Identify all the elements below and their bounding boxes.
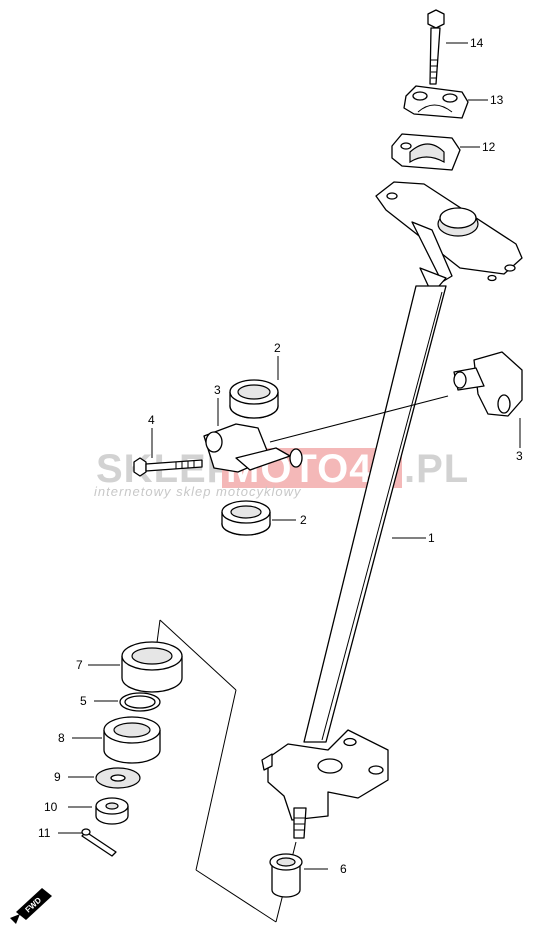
callout-labels: 14 13 12 2 3 3 4 2 1 7 5 8 9 10 11 6 <box>38 36 523 876</box>
callout-8: 8 <box>58 731 65 745</box>
part-11-cotter-pin <box>58 828 117 857</box>
part-9-washer <box>68 767 141 789</box>
callout-1: 1 <box>428 531 435 545</box>
part-13-upper-holder <box>403 85 488 119</box>
part-10-nut <box>68 797 129 825</box>
callout-7: 7 <box>76 658 83 672</box>
fwd-arrow-icon: FWD <box>10 888 52 924</box>
callout-11: 11 <box>38 826 51 840</box>
callout-14: 14 <box>470 36 484 50</box>
callout-9: 9 <box>54 770 61 784</box>
callout-10: 10 <box>44 800 58 814</box>
part-12-lower-holder <box>391 133 480 171</box>
callout-5: 5 <box>80 694 87 708</box>
callout-12: 12 <box>482 140 496 154</box>
part-3-left-holder <box>203 398 303 473</box>
part-5-oring <box>94 692 161 712</box>
callout-4: 4 <box>148 413 155 427</box>
callout-2-lower: 2 <box>300 513 307 527</box>
part-14-bolt <box>427 9 468 85</box>
callout-3-right: 3 <box>516 449 523 463</box>
part-6-bushing <box>269 853 328 898</box>
callout-13: 13 <box>490 93 504 107</box>
part-4-bolt <box>133 428 203 477</box>
part-7-seal <box>88 641 183 693</box>
part-2-upper-bushing <box>229 356 279 419</box>
part-3-right-holder <box>269 351 523 448</box>
watermark-suffix: .PL <box>404 447 469 491</box>
part-8-bearing <box>72 716 161 764</box>
callout-2-upper: 2 <box>274 341 281 355</box>
watermark-tagline: internetowy sklep motocyklowy <box>94 484 302 499</box>
callout-3-left: 3 <box>214 383 221 397</box>
callout-6: 6 <box>340 862 347 876</box>
part-1-steering-shaft <box>261 181 523 839</box>
part-2-lower-bushing <box>221 500 296 536</box>
